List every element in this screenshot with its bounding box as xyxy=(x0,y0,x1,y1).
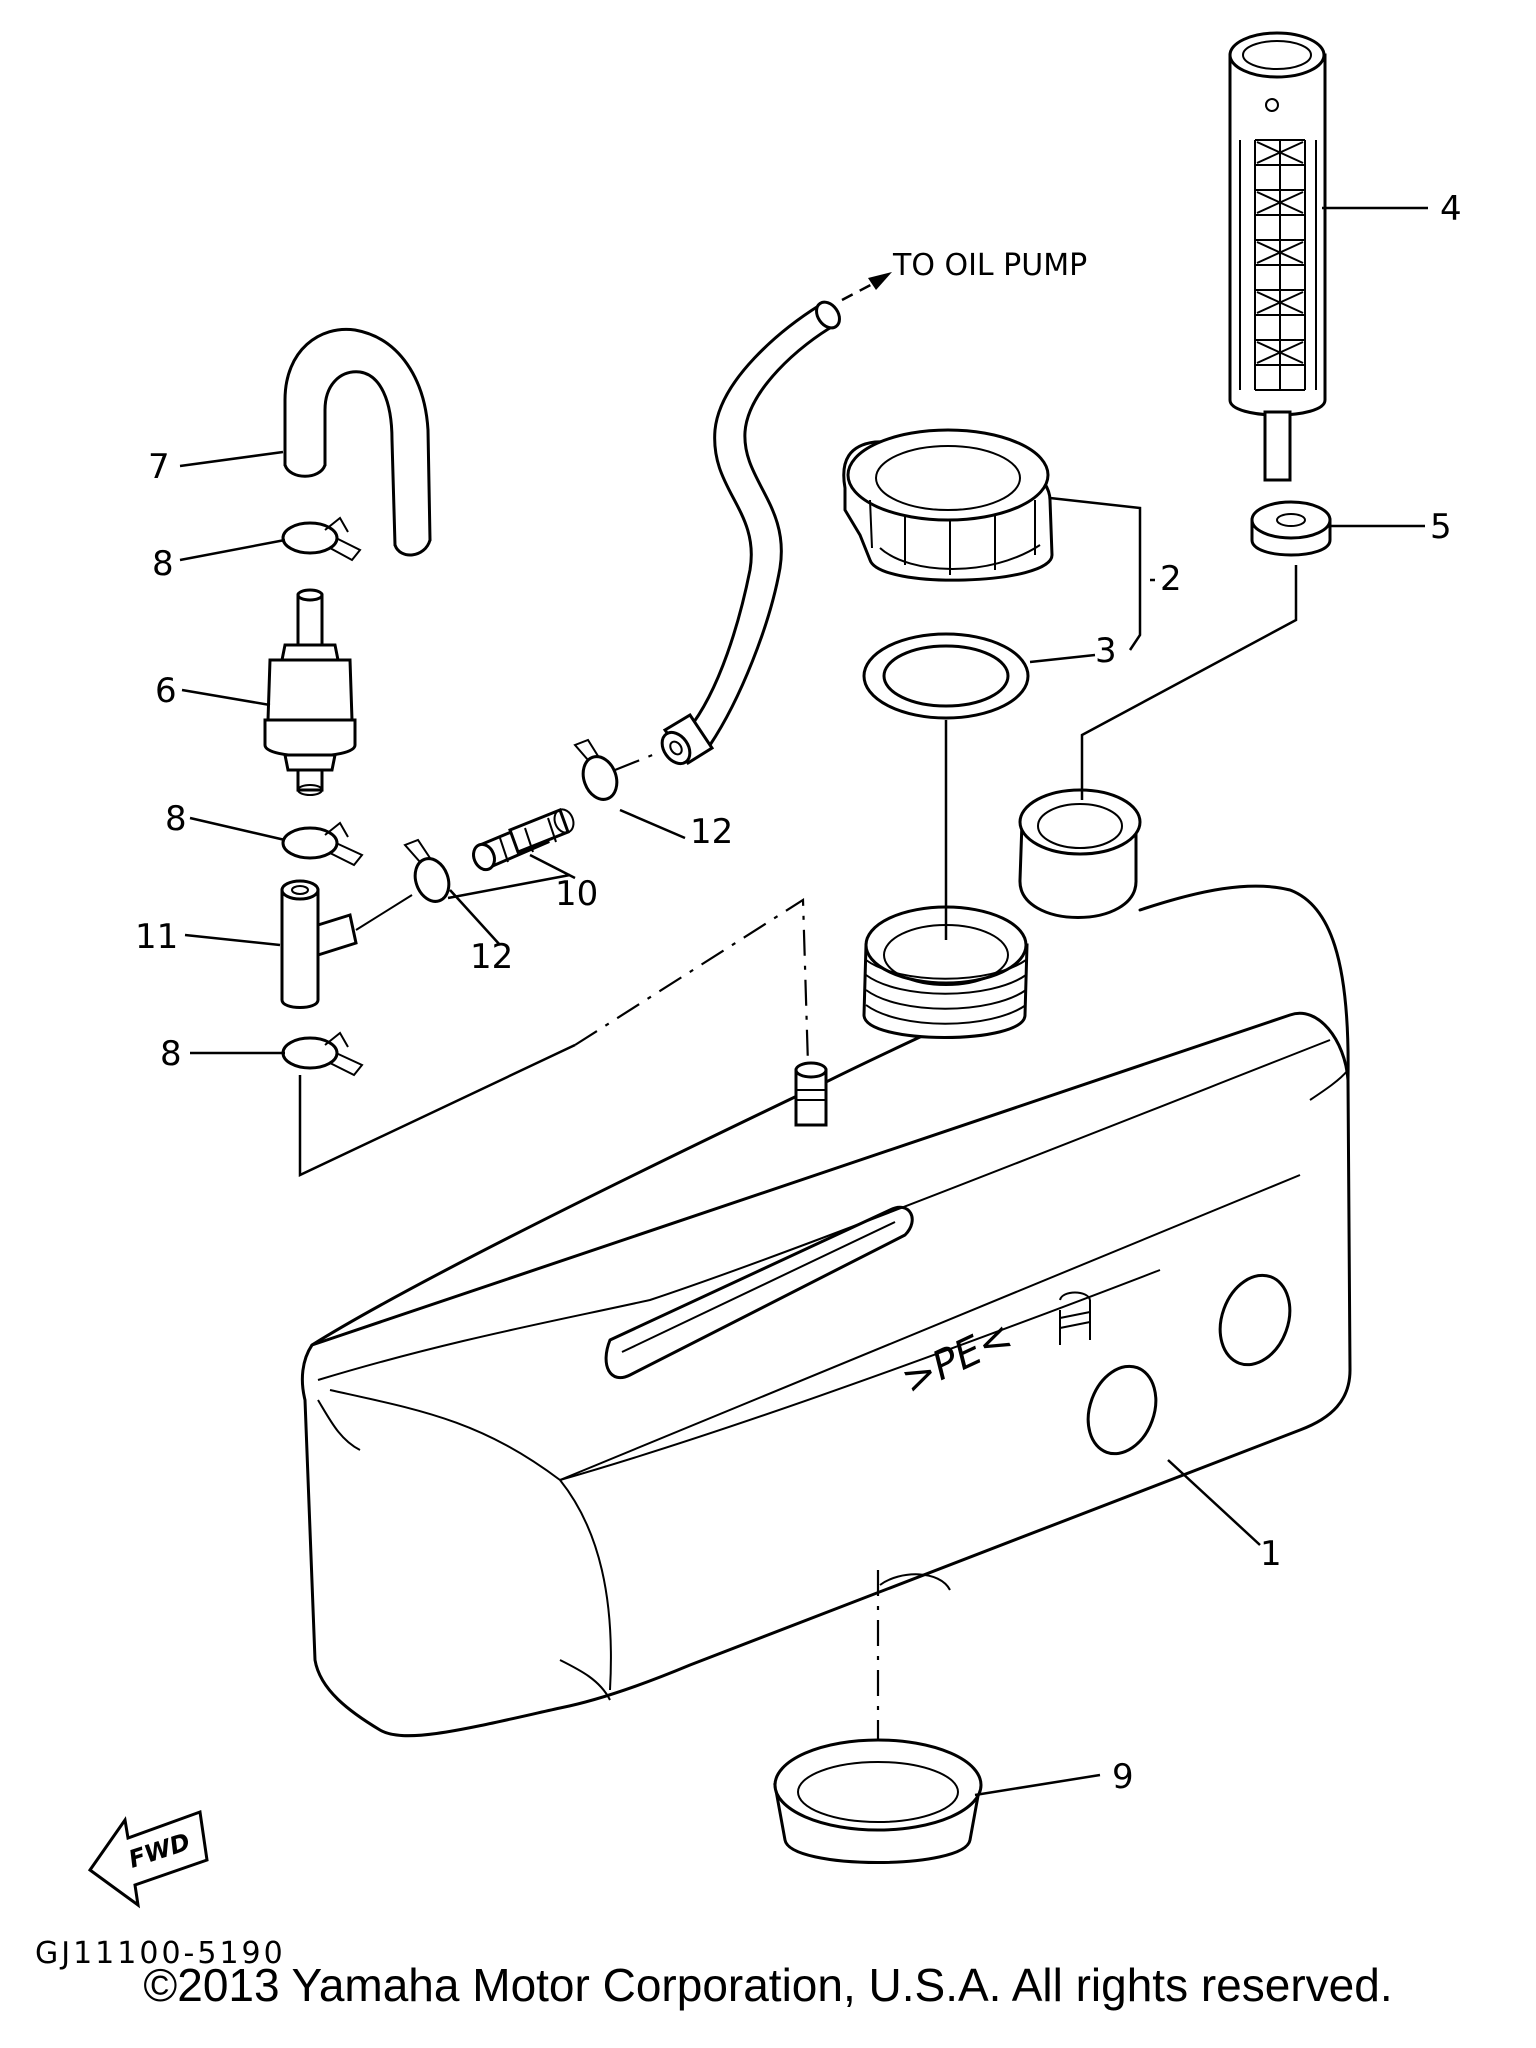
assembly-lines xyxy=(298,565,1298,1785)
hose-clip-middle xyxy=(281,821,364,867)
oil-tank-cap xyxy=(842,428,1054,582)
callout-4: 4 xyxy=(1440,189,1462,229)
callout-2: 2 xyxy=(1160,559,1182,599)
callout-8-middle: 8 xyxy=(165,799,187,839)
oil-pump-hose xyxy=(660,272,892,766)
oil-filter xyxy=(263,588,357,796)
callout-3: 3 xyxy=(1095,631,1117,671)
tank-strainer-neck xyxy=(1018,788,1142,919)
callout-9: 9 xyxy=(1112,1757,1134,1797)
vent-hose xyxy=(283,327,432,557)
callout-6: 6 xyxy=(155,671,177,711)
callout-7: 7 xyxy=(148,447,170,487)
tank-outlet-nipple xyxy=(794,1061,828,1127)
fwd-arrow-icon: FWD xyxy=(87,1809,209,1909)
hose-clip-12-upper xyxy=(573,738,619,801)
oil-tank: >PE< xyxy=(300,884,1352,1738)
diagram-code: GJ11100-5190 xyxy=(35,1936,286,1971)
hose-t-joint xyxy=(280,879,358,1009)
hose-joint xyxy=(472,808,575,872)
callout-leaders xyxy=(179,206,1428,1797)
oil-pump-note: TO OIL PUMP xyxy=(892,248,1087,283)
callout-1: 1 xyxy=(1260,1534,1282,1574)
hose-clip-lower xyxy=(281,1031,364,1077)
callout-11: 11 xyxy=(135,917,178,957)
copyright-notice: ©2013 Yamaha Motor Corporation, U.S.A. A… xyxy=(143,1959,1393,2011)
tank-marking-pe: >PE< xyxy=(895,1313,1020,1404)
callout-12-upper: 12 xyxy=(690,812,733,852)
callout-8-lower: 8 xyxy=(160,1034,182,1074)
bottom-cap xyxy=(773,1738,983,1864)
oil-strainer xyxy=(1228,31,1327,482)
callout-12-lower: 12 xyxy=(470,937,513,977)
callout-10: 10 xyxy=(555,874,598,914)
strainer-mesh xyxy=(1239,139,1317,391)
hose-clip-12-lower xyxy=(403,838,451,903)
strainer-grommet xyxy=(1250,500,1332,557)
hose-clip-upper xyxy=(281,516,362,562)
callout-8-upper: 8 xyxy=(152,544,174,584)
callout-5: 5 xyxy=(1430,507,1452,547)
cap-gasket xyxy=(862,632,1030,720)
